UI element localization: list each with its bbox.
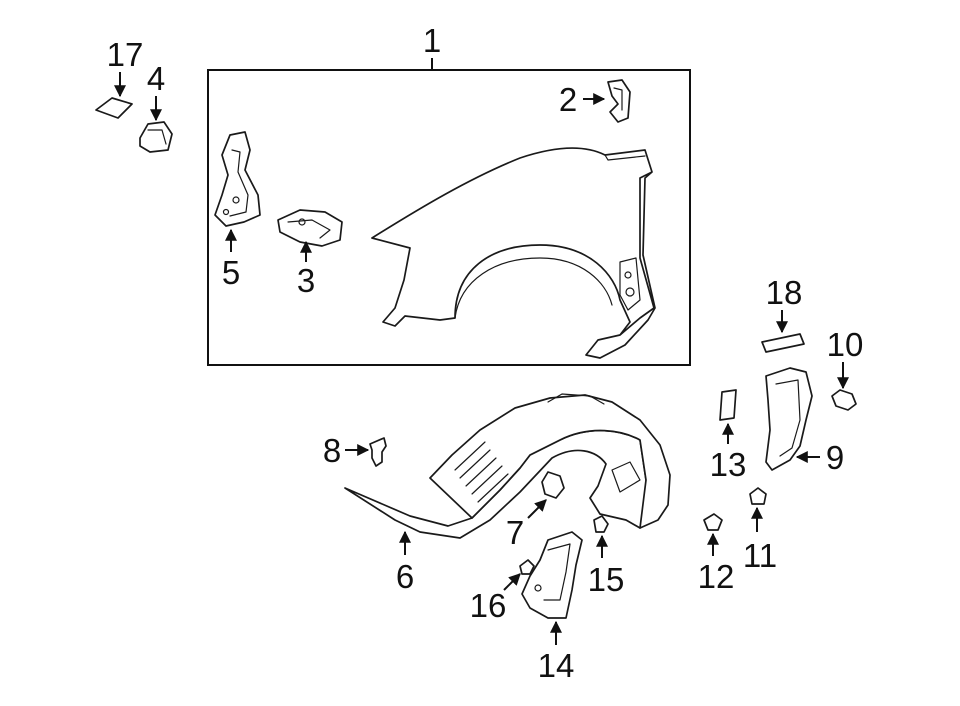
callout-12-label: 12: [698, 558, 735, 595]
clip-part-2[interactable]: [607, 79, 631, 123]
clip-part-7[interactable]: [541, 471, 565, 499]
mud-flap-part-14[interactable]: [521, 531, 583, 619]
pad-part-17[interactable]: [95, 97, 133, 119]
push-pin-part-8[interactable]: [369, 437, 387, 467]
nut-part-15[interactable]: [593, 515, 609, 533]
splash-shield-part-9[interactable]: [765, 367, 813, 471]
fender-assembly-box: [207, 69, 691, 366]
callout-6-label: 6: [396, 558, 414, 595]
callout-15-label: 15: [588, 561, 625, 598]
callout-16-label: 16: [470, 587, 507, 624]
bracket-part-5[interactable]: [214, 131, 261, 227]
screw-part-16[interactable]: [519, 559, 535, 575]
callout-17-label: 17: [107, 36, 144, 73]
fender-liner-part-6[interactable]: [344, 393, 671, 539]
callout-5-label: 5: [222, 254, 240, 291]
callout-8-label: 8: [323, 432, 341, 469]
seal-part-13[interactable]: [719, 389, 737, 421]
cushion-part-4[interactable]: [139, 121, 173, 153]
callout-3-label: 3: [297, 262, 315, 299]
nut-part-11[interactable]: [749, 487, 767, 505]
callout-1-label: 1: [423, 22, 441, 59]
callout-10-label: 10: [827, 326, 864, 363]
bolt-part-12[interactable]: [703, 513, 723, 531]
clip-part-10[interactable]: [831, 389, 857, 411]
bracket-part-3[interactable]: [277, 209, 343, 247]
callout-7-arrow: [527, 499, 547, 519]
callout-14-label: 14: [538, 647, 575, 684]
fender-part[interactable]: [371, 147, 656, 359]
callout-13-label: 13: [710, 446, 747, 483]
callout-16-arrow: [503, 573, 521, 591]
callout-2-label: 2: [559, 81, 577, 118]
callout-4-label: 4: [147, 60, 165, 97]
callout-7-label: 7: [506, 514, 524, 551]
callout-11-label: 11: [743, 537, 777, 574]
callout-9-label: 9: [826, 439, 844, 476]
strip-part-18[interactable]: [761, 333, 805, 353]
callout-18-label: 18: [766, 274, 803, 311]
